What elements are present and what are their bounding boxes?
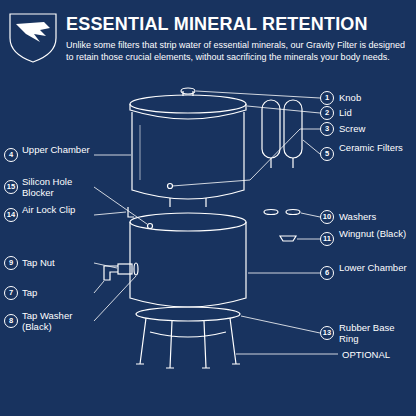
air-lock-clip (128, 207, 134, 217)
callout-number: 4 (4, 148, 18, 162)
part-label: Air Lock Clip (22, 204, 90, 215)
callout-number: 14 (4, 208, 18, 222)
part-label: Wingnut (Black) (339, 228, 411, 239)
part-label: Silicon Hole Blocker (22, 176, 90, 198)
hole-blocker (148, 224, 153, 229)
callout-number: 1 (320, 91, 334, 105)
rubber-base-ring (136, 307, 240, 321)
intro-text: Unlike some filters that strip water of … (66, 40, 408, 63)
chamber-shine (139, 125, 140, 180)
screw-head (168, 184, 173, 189)
lid (130, 95, 246, 113)
leader-lines (94, 91, 338, 354)
callout-number: 5 (320, 147, 334, 161)
callout-number: 7 (4, 286, 18, 300)
lower-chamber-rim (130, 213, 246, 231)
stand (140, 318, 236, 368)
part-label: Knob (339, 92, 411, 103)
part-label: Tap Washer (Black) (22, 310, 90, 332)
callout-number: 8 (4, 314, 18, 328)
part-label: Upper Chamber (22, 144, 90, 155)
part-label: Ceramic Filters (339, 142, 411, 153)
part-label: Tap (22, 287, 90, 298)
part-label: Washers (339, 211, 411, 222)
washer (264, 210, 278, 215)
part-label: Screw (339, 123, 411, 134)
callout-number: 2 (320, 106, 334, 120)
tap-washer (134, 263, 138, 275)
ceramic-filter (284, 100, 302, 158)
lower-chamber (130, 222, 246, 307)
part-label: Lid (339, 107, 411, 118)
callout-number: 13 (320, 326, 334, 340)
title: ESSENTIAL MINERAL RETENTION (66, 14, 368, 35)
lid-band (130, 104, 246, 119)
logo-shield (10, 14, 56, 62)
part-label: Tap Nut (22, 257, 90, 268)
callout-number: 11 (320, 232, 334, 246)
stand-feet (136, 364, 240, 368)
logo-eagle (16, 22, 50, 42)
callout-number: 15 (4, 180, 18, 194)
filter-stem (271, 158, 293, 168)
part-label: Lower Chamber (339, 262, 411, 273)
callout-number: 3 (320, 122, 334, 136)
callout-number: 6 (320, 266, 334, 280)
wingnut (280, 236, 296, 241)
callout-number: 10 (320, 210, 334, 224)
washer (286, 210, 300, 215)
part-label: Rubber Base Ring (339, 322, 411, 344)
part-label: OPTIONAL (342, 349, 412, 360)
tap-nut (118, 264, 132, 274)
screw (170, 198, 206, 207)
callout-number: 9 (4, 256, 18, 270)
upper-chamber (132, 112, 244, 199)
